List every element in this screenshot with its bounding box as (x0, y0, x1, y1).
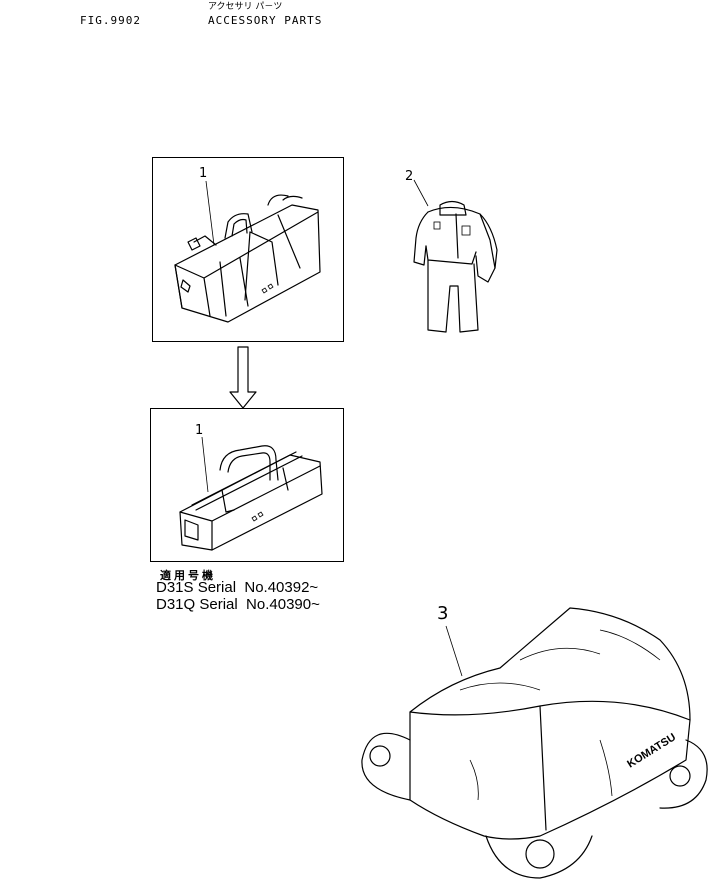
figure-title: ACCESSORY PARTS (208, 14, 323, 27)
leader-line (445, 625, 463, 677)
serial-line-d31s: D31S Serial No.40392~ (156, 579, 319, 596)
applicability-heading: 適用号機 (160, 569, 216, 582)
figure-number: FIG.9902 (80, 14, 141, 27)
leader-line (205, 180, 215, 246)
callout-tool-box-upper: 1 (199, 166, 208, 181)
callout-coverall: 2 (405, 169, 414, 184)
cover-brand: KOMATSU (625, 731, 678, 770)
leader-line (201, 436, 209, 493)
leader-line (413, 179, 429, 207)
tool-box-upper-drawing (174, 194, 321, 323)
callout-tool-box-lower: 1 (195, 423, 204, 438)
arrow-down-icon (229, 346, 257, 409)
tool-box-lower-frame (150, 408, 344, 562)
machine-cover-drawing: KOMATSU (361, 607, 708, 879)
title-japanese: アクセサリ パ－ツ (208, 2, 283, 12)
tool-box-lower-drawing (179, 445, 323, 551)
serial-line-d31q: D31Q Serial No.40390~ (156, 596, 320, 613)
callout-machine-cover: 3 (437, 603, 449, 624)
coverall-drawing (413, 200, 498, 333)
